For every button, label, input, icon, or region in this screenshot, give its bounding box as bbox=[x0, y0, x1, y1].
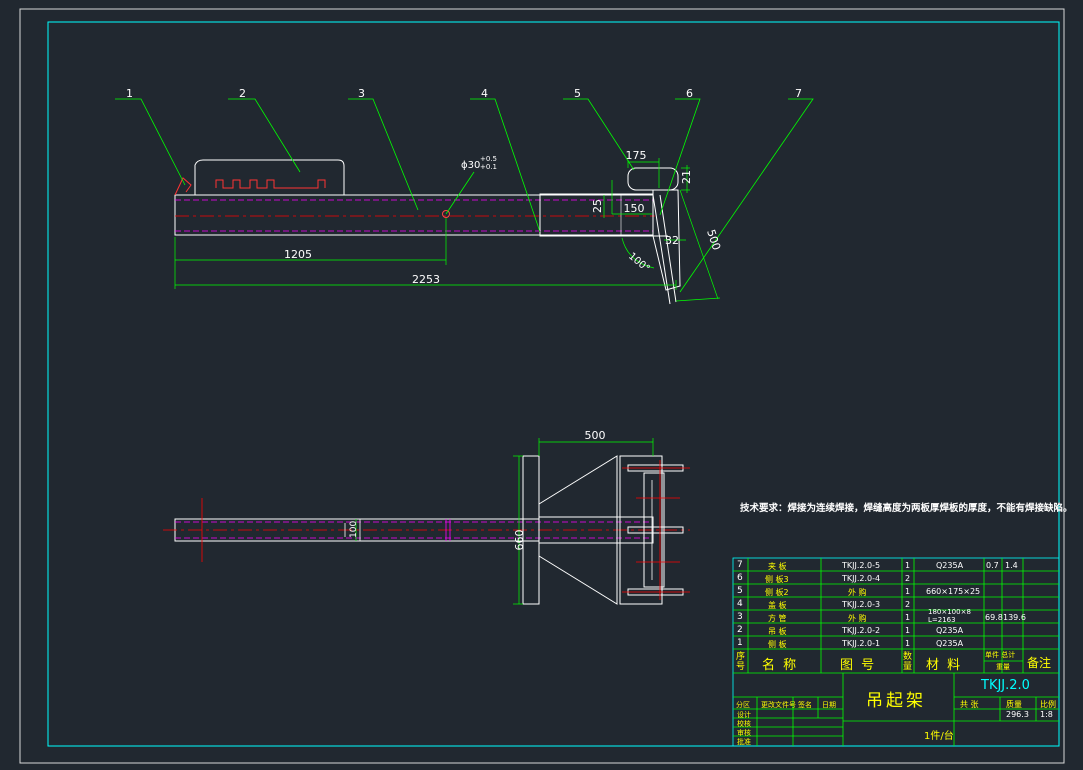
sign-row-4: 批准 bbox=[737, 738, 751, 746]
quantity-note: 1件/台 bbox=[924, 731, 954, 742]
bom-row-5-no: 5 bbox=[737, 586, 743, 596]
sign-row-1: 设计 bbox=[737, 711, 751, 719]
bom-row-1-code: TKJJ.2.0-1 bbox=[842, 639, 881, 648]
front-view: 1205 2253 175 150 25 21 32 500 100° ϕ30 … bbox=[115, 87, 814, 305]
balloon-4: 4 bbox=[481, 87, 488, 100]
bom-header-weight: 单件 总计 bbox=[985, 651, 1016, 659]
bom-row-1-no: 1 bbox=[737, 638, 743, 648]
bom-header-weight-sub: 重量 bbox=[996, 663, 1010, 671]
bom-header-code: 图 号 bbox=[840, 658, 877, 673]
dim-175: 175 bbox=[626, 149, 647, 162]
bom-row-2-qty: 1 bbox=[905, 626, 911, 635]
dim-1205: 1205 bbox=[284, 248, 312, 261]
mass-value: 296.3 bbox=[1006, 710, 1029, 719]
bom-row-2-code: TKJJ.2.0-2 bbox=[842, 626, 881, 635]
drawing-number: TKJJ.2.0 bbox=[981, 678, 1030, 693]
bom-row-3-qty: 1 bbox=[905, 613, 911, 622]
inner-border bbox=[47, 21, 1060, 747]
pin-hole bbox=[442, 210, 450, 218]
bom-header-mat: 材 料 bbox=[926, 658, 963, 673]
dim-angle: 100° bbox=[626, 251, 652, 275]
bom-row-7-no: 7 bbox=[737, 560, 743, 570]
lifting-plate bbox=[194, 159, 345, 195]
bom-row-3-code: 外 购 bbox=[848, 614, 867, 623]
bom-row-4-no: 4 bbox=[737, 599, 743, 609]
bom-row-1-mat: Q235A bbox=[936, 639, 964, 648]
bom-row-6-qty: 2 bbox=[905, 574, 911, 583]
tech-requirements: 技术要求：焊接为连续焊接，焊缝高度为两板厚焊板的厚度，不能有焊接缺陷。 bbox=[740, 503, 1073, 514]
sign-col-2: 更改文件号 bbox=[761, 701, 796, 709]
dim-25: 25 bbox=[591, 199, 604, 213]
bom-row-4-name: 盖 板 bbox=[768, 601, 787, 610]
bom-row-5-mat: 660×175×25 bbox=[926, 587, 981, 596]
sign-row-3: 审核 bbox=[737, 729, 751, 737]
dim-hole: ϕ30 bbox=[461, 160, 480, 171]
dim-150: 150 bbox=[624, 202, 645, 215]
bom-header-remark: 备注 bbox=[1027, 656, 1052, 670]
balloon-7: 7 bbox=[795, 87, 802, 100]
side-plate-1 bbox=[174, 177, 192, 196]
bom-row-3-w1: 69.8 bbox=[985, 613, 1003, 622]
bom-header-no: 序号 bbox=[736, 652, 746, 672]
balloon-5: 5 bbox=[574, 87, 581, 100]
bom-row-7-name: 夹 板 bbox=[768, 562, 787, 571]
bom-row-6-name: 侧 板3 bbox=[765, 575, 789, 584]
sign-col-1: 分区 bbox=[736, 701, 750, 709]
bom-row-5-name: 侧 板2 bbox=[765, 588, 789, 597]
bom-row-7-code: TKJJ.2.0-5 bbox=[842, 561, 881, 570]
dim-500-top: 500 bbox=[585, 429, 606, 442]
bom-row-7-w2: 1.4 bbox=[1005, 561, 1018, 570]
balloon-3: 3 bbox=[358, 87, 365, 100]
title-mass-header: 质量 bbox=[1006, 700, 1022, 709]
balloon-6: 6 bbox=[686, 87, 693, 100]
bom-header-qty: 数量 bbox=[903, 652, 913, 672]
dim-hole-tol-up: +0.5 bbox=[480, 155, 497, 163]
top-view: 500 660 100 bbox=[163, 429, 690, 605]
dim-500-front: 500 bbox=[704, 228, 723, 252]
bom-row-7-w1: 0.7 bbox=[986, 561, 999, 570]
bom-row-4-code: TKJJ.2.0-3 bbox=[842, 600, 881, 609]
bom-row-2-mat: Q235A bbox=[936, 626, 964, 635]
bom-row-2-name: 吊 板 bbox=[768, 627, 787, 636]
bom-row-6-code: TKJJ.2.0-4 bbox=[842, 574, 881, 583]
title-scale-header: 比例 bbox=[1040, 700, 1056, 709]
bom-row-2-no: 2 bbox=[737, 625, 743, 635]
dim-100-top: 100 bbox=[349, 521, 359, 538]
bom-row-1-name: 侧 板 bbox=[768, 640, 787, 649]
bom-row-7-qty: 1 bbox=[905, 561, 911, 570]
sign-col-3: 签名 bbox=[798, 701, 812, 709]
outer-frame bbox=[19, 8, 1065, 764]
bom-row-5-qty: 1 bbox=[905, 587, 911, 596]
bom-row-5-code: 外 购 bbox=[848, 588, 867, 597]
bom-row-6-no: 6 bbox=[737, 573, 743, 583]
bom-row-3-w2: 139.6 bbox=[1003, 613, 1026, 622]
bom-row-3-mat: 180×100×8 L=2163 bbox=[928, 608, 971, 624]
sign-row-2: 校核 bbox=[737, 720, 751, 728]
balloon-1: 1 bbox=[126, 87, 133, 100]
sign-col-4: 日期 bbox=[822, 701, 836, 709]
bom-header-name: 名 称 bbox=[762, 658, 799, 673]
dim-660-top: 660 bbox=[513, 530, 526, 551]
scale-value: 1:8 bbox=[1040, 710, 1053, 719]
title-misc-header: 共 张 bbox=[960, 700, 979, 709]
part-name: 吊起架 bbox=[866, 691, 926, 711]
balloon-2: 2 bbox=[239, 87, 246, 100]
bom-row-1-qty: 1 bbox=[905, 639, 911, 648]
bom-row-7-mat: Q235A bbox=[936, 561, 964, 570]
bom-table bbox=[732, 557, 1060, 747]
dim-21: 21 bbox=[680, 170, 693, 184]
bom-row-3-no: 3 bbox=[737, 612, 743, 622]
dim-32: 32 bbox=[665, 234, 679, 247]
bom-row-3-name: 方 管 bbox=[768, 614, 787, 623]
dim-hole-tol-dn: +0.1 bbox=[480, 163, 497, 171]
dim-2253: 2253 bbox=[412, 273, 440, 286]
bom-row-4-qty: 2 bbox=[905, 600, 911, 609]
